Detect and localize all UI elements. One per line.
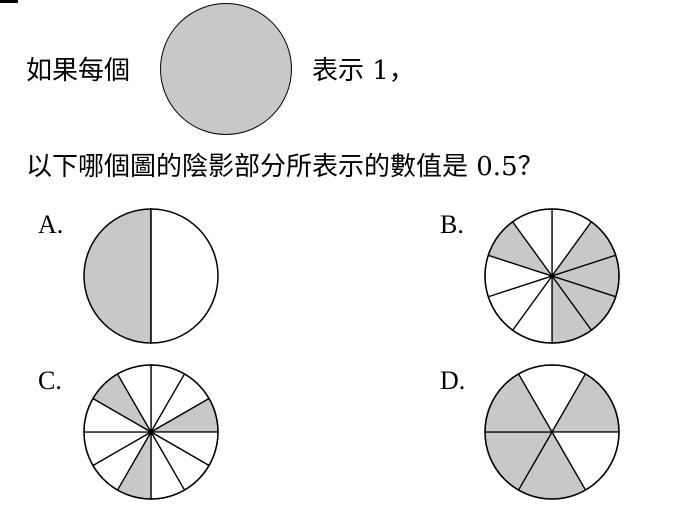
- blank-sector: [83, 431, 154, 467]
- blank-sector: [511, 273, 553, 344]
- blank-sector: [149, 430, 210, 491]
- shaded-sector: [148, 397, 219, 433]
- shaded-sector: [484, 373, 554, 433]
- blank-sector: [511, 208, 553, 279]
- blank-sector: [150, 364, 186, 435]
- blank-sector: [550, 431, 620, 491]
- option-c-label[interactable]: C.: [38, 366, 62, 395]
- shaded-sector: [517, 430, 587, 500]
- shaded-sector: [83, 208, 152, 344]
- shaded-sector: [92, 373, 153, 434]
- blank-sector: [517, 364, 587, 434]
- blank-sector: [83, 397, 154, 433]
- option-a-label[interactable]: A.: [38, 210, 64, 239]
- blank-sector: [149, 373, 210, 434]
- circle-outline: [484, 208, 620, 344]
- intro-text-before: 如果每個: [26, 56, 131, 86]
- shaded-sector: [549, 254, 620, 298]
- blank-sector: [484, 254, 555, 298]
- blank-sector: [551, 208, 593, 279]
- blank-sector: [150, 429, 186, 500]
- blank-sector: [150, 208, 219, 344]
- shaded-sector: [550, 220, 617, 278]
- shaded-sector: [484, 431, 554, 491]
- corner-mark: [0, 0, 18, 3]
- blank-sector: [487, 274, 554, 332]
- reference-circle: [160, 3, 292, 135]
- question-prompt: 以下哪個圖的陰影部分所表示的數值是 0.5？: [26, 152, 544, 182]
- circle-outline: [484, 364, 620, 500]
- shaded-sector: [550, 274, 617, 332]
- shaded-sector: [116, 429, 152, 500]
- option-d-label[interactable]: D.: [440, 366, 466, 395]
- shaded-sector: [551, 273, 593, 344]
- shaded-sector: [487, 220, 554, 278]
- shaded-sector: [550, 373, 620, 433]
- blank-sector: [148, 431, 219, 467]
- intro-text-after: 表示 1，: [312, 56, 415, 86]
- option-b-label[interactable]: B.: [440, 210, 464, 239]
- circle-outline: [83, 364, 219, 500]
- blank-sector: [116, 364, 152, 435]
- blank-sector: [92, 430, 153, 491]
